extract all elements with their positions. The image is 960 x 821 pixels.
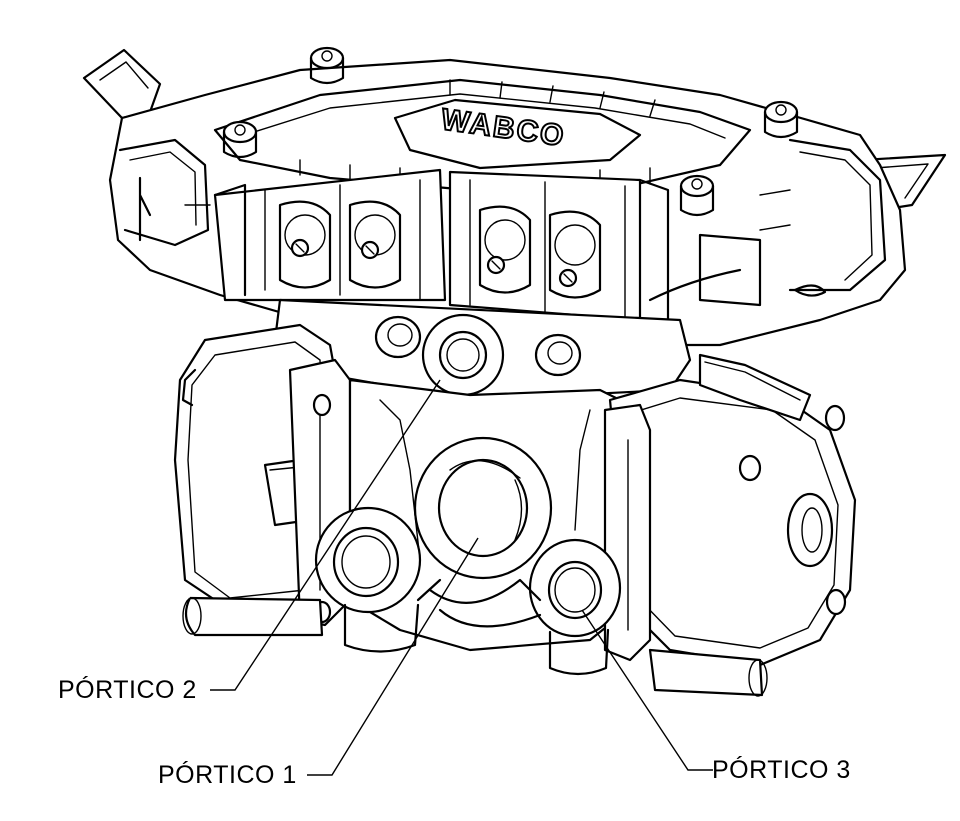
callout-port-3: PÓRTICO 3: [581, 609, 851, 784]
callout-port-1: PÓRTICO 1: [158, 537, 479, 789]
label-port-3: PÓRTICO 3: [712, 755, 851, 784]
valve-body: [173, 323, 857, 697]
pilot-fitting-left: [374, 315, 422, 359]
label-port-1: PÓRTICO 1: [158, 760, 297, 789]
port-3-delivery: [528, 538, 622, 676]
callout-port-2: PÓRTICO 2: [58, 379, 441, 704]
solenoid-2: [348, 200, 402, 289]
pilot-fitting-right: [534, 333, 582, 377]
port-1-inlet: [413, 436, 553, 580]
bolt-top-left: [309, 46, 345, 85]
bolt-left: [222, 120, 258, 159]
port-2-delivery: [314, 506, 442, 653]
solenoid-4: [548, 210, 602, 299]
solenoid-3: [478, 205, 532, 294]
label-port-2: PÓRTICO 2: [58, 675, 197, 704]
exhaust-port: [421, 313, 505, 397]
bolt-front: [679, 174, 715, 217]
solenoid-1: [278, 200, 332, 289]
bolt-right: [763, 100, 799, 139]
electronic-module: WABCO: [82, 46, 947, 347]
